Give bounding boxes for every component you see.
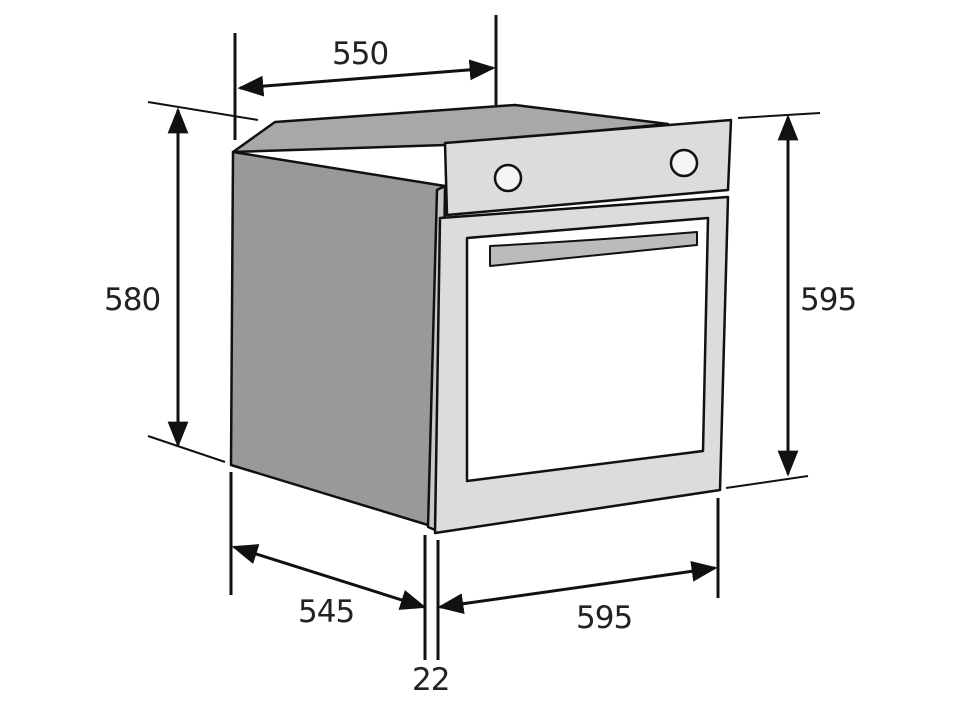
label-595-width: 595 [576,600,633,636]
dim-545 [231,544,427,610]
label-545: 545 [298,594,355,630]
knob-right [669,148,699,178]
label-22: 22 [412,662,450,698]
oven-top [231,103,670,154]
dimension-lines [147,15,821,660]
dim-595-width [437,560,718,615]
dim-550 [237,59,496,97]
door-window [465,216,710,483]
control-panel [443,118,733,217]
label-580: 580 [104,282,161,318]
label-550: 550 [332,36,389,72]
knob-left [493,163,523,193]
door-handle [489,231,698,267]
label-595-height: 595 [800,282,857,318]
oven-body [229,103,733,535]
oven-side [229,150,447,532]
